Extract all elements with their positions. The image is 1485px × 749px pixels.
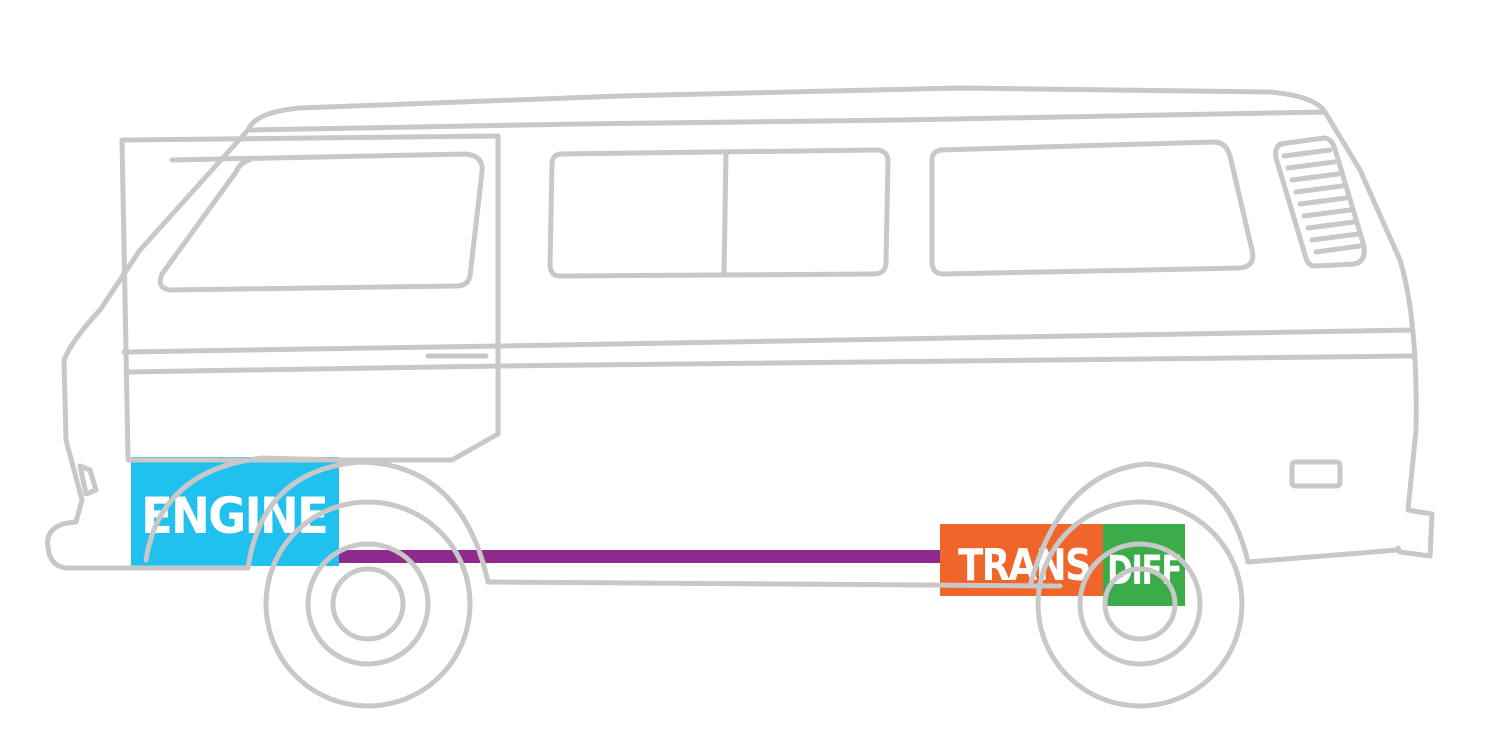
engine-label: ENGINE: [141, 487, 327, 545]
transmission-label: TRANS: [958, 540, 1090, 591]
van-outline: [45, 85, 1435, 709]
driveshaft-bar: [339, 550, 942, 563]
